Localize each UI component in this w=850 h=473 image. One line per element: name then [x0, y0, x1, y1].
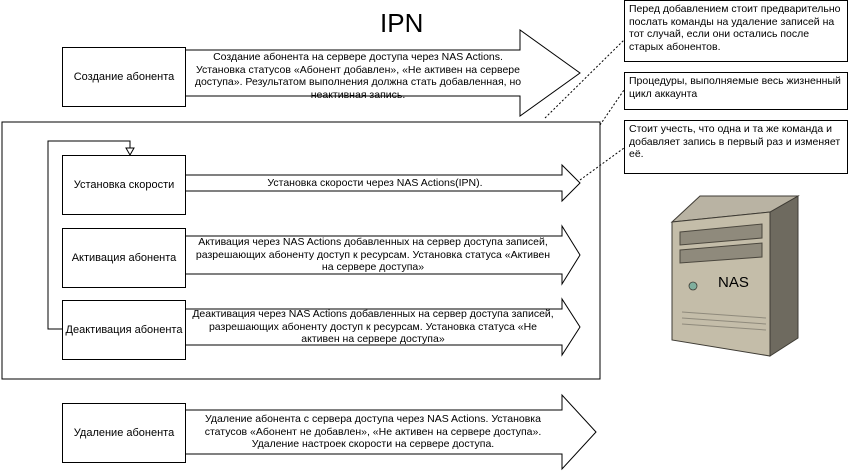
activate-arrow — [184, 224, 581, 286]
diagram-title: IPN — [380, 8, 424, 38]
create-desc: Создание абонента на сервере доступа чер… — [194, 51, 522, 101]
speed-box: Установка скорости — [62, 155, 186, 215]
note-lifecycle: Процедуры, выполняемые весь жизненный ци… — [624, 72, 848, 110]
callout-line-2 — [599, 89, 625, 126]
create-arrow — [184, 29, 581, 117]
nas-label: NAS — [718, 274, 749, 291]
deactivate-desc: Деактивация через NAS Actions добавленны… — [192, 308, 554, 346]
delete-label: Удаление абонента — [73, 426, 175, 439]
delete-arrow — [184, 393, 597, 471]
deactivate-box: Деактивация абонента — [62, 300, 186, 360]
note-same-command: Стоит учесть, что одна и та же команда и… — [624, 120, 848, 174]
speed-label: Установка скорости — [73, 178, 175, 191]
server-icon — [670, 195, 800, 357]
delete-box: Удаление абонента — [62, 403, 186, 463]
deactivate-arrow — [184, 297, 581, 357]
create-box: Создание абонента — [62, 47, 186, 107]
note-before-add: Перед добавлением стоит предварительно п… — [624, 0, 848, 62]
loop-connector — [47, 140, 131, 330]
speed-arrow — [184, 163, 581, 203]
create-label: Создание абонента — [73, 70, 175, 83]
deactivate-label: Деактивация абонента — [65, 323, 183, 336]
delete-desc: Удаление абонента с сервера доступа чере… — [204, 413, 542, 451]
loop-arrowhead — [125, 147, 135, 157]
callout-line-1 — [544, 39, 625, 119]
activate-box: Активация абонента — [62, 228, 186, 288]
speed-desc: Установка скорости через NAS Actions(IPN… — [267, 177, 483, 190]
activate-desc: Активация через NAS Actions добавленных … — [195, 236, 551, 274]
callout-line-3 — [579, 147, 625, 181]
activate-label: Активация абонента — [71, 251, 177, 264]
